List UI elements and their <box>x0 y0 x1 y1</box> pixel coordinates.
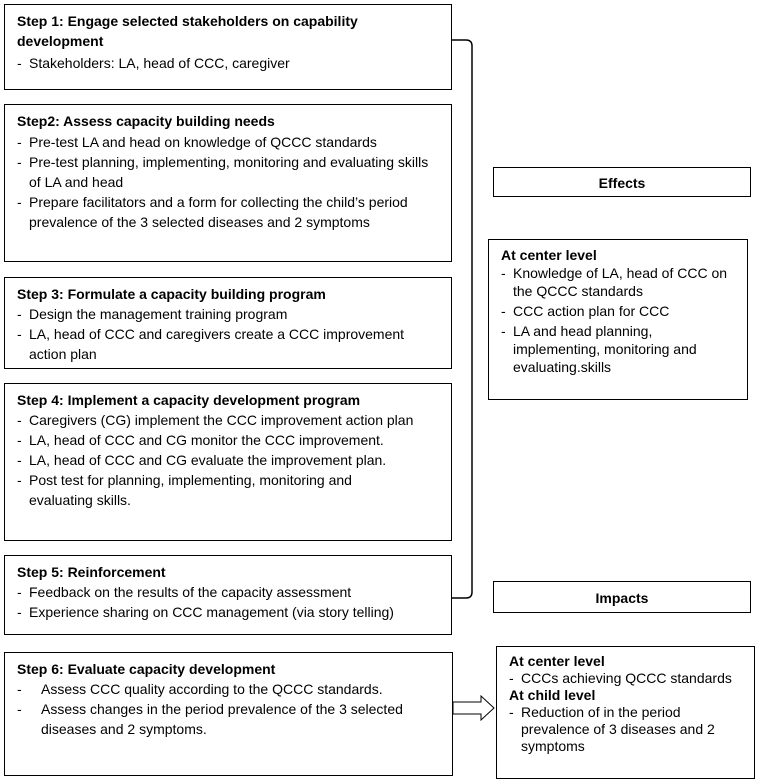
step-1-item: - Stakeholders: LA, head of CCC, caregiv… <box>17 55 290 71</box>
impacts-label-box: Impacts <box>493 581 751 613</box>
impacts-label: Impacts <box>595 590 649 606</box>
step-5-item: - Experience sharing on CCC management (… <box>17 604 394 620</box>
impacts-center-title: At center level <box>509 653 605 669</box>
step-6-item: - Assess CCC quality according to the QC… <box>17 681 383 697</box>
step-4-item: - Post test for planning, implementing, … <box>17 472 352 508</box>
effects-label-box: Effects <box>493 167 751 197</box>
step-2-item: - Pre-test planning, implementing, monit… <box>17 154 429 190</box>
step-3-title: Step 3: Formulate a capacity building pr… <box>17 286 326 302</box>
step-3-box: Step 3: Formulate a capacity building pr… <box>4 277 452 369</box>
step-3-item: - Design the management training program <box>17 306 288 322</box>
step-1-title: Step 1: Engage selected stakeholders on … <box>17 13 358 49</box>
step-4-item: - LA, head of CCC and CG evaluate the im… <box>17 452 387 468</box>
step-1-box: Step 1: Engage selected stakeholders on … <box>4 4 452 90</box>
step-6-box: Step 6: Evaluate capacity development - … <box>4 652 453 776</box>
step-2-item: - Pre-test LA and head on knowledge of Q… <box>17 134 377 150</box>
step-4-title: Step 4: Implement a capacity development… <box>17 392 361 408</box>
step-4-item: - Caregivers (CG) implement the CCC impr… <box>17 412 414 428</box>
step-3-item: - LA, head of CCC and caregivers create … <box>17 326 405 362</box>
step-2-title: Step2: Assess capacity building needs <box>17 113 275 129</box>
step-4-box: Step 4: Implement a capacity development… <box>4 383 452 541</box>
impacts-box: At center level - CCCs achieving QCCC st… <box>496 646 755 779</box>
effects-label: Effects <box>598 175 646 191</box>
step-6-item: - Assess changes in the period prevalenc… <box>17 701 403 737</box>
step-4-item: - LA, head of CCC and CG monitor the CCC… <box>17 432 384 448</box>
steps-bracket <box>452 39 473 599</box>
effects-item: - CCC action plan for CCC <box>501 303 670 319</box>
effects-title: At center level <box>501 247 597 263</box>
step6-to-impacts-arrow <box>452 694 495 722</box>
effects-item: - LA and head planning, implementing, mo… <box>501 323 697 375</box>
impacts-center-item: - CCCs achieving QCCC standards <box>509 670 732 686</box>
step-2-item: - Prepare facilitators and a form for co… <box>17 194 408 230</box>
step-5-box: Step 5: Reinforcement - Feedback on the … <box>4 555 452 635</box>
step-5-item: - Feedback on the results of the capacit… <box>17 584 352 600</box>
step-5-title: Step 5: Reinforcement <box>17 564 166 580</box>
step-6-title: Step 6: Evaluate capacity development <box>17 661 276 677</box>
effects-item: - Knowledge of LA, head of CCC on the QC… <box>501 265 728 299</box>
effects-box: At center level - Knowledge of LA, head … <box>488 239 748 400</box>
step-2-box: Step2: Assess capacity building needs - … <box>4 104 452 262</box>
impacts-child-title: At child level <box>509 687 596 703</box>
impacts-child-item: - Reduction of in the period prevalence … <box>509 704 715 754</box>
